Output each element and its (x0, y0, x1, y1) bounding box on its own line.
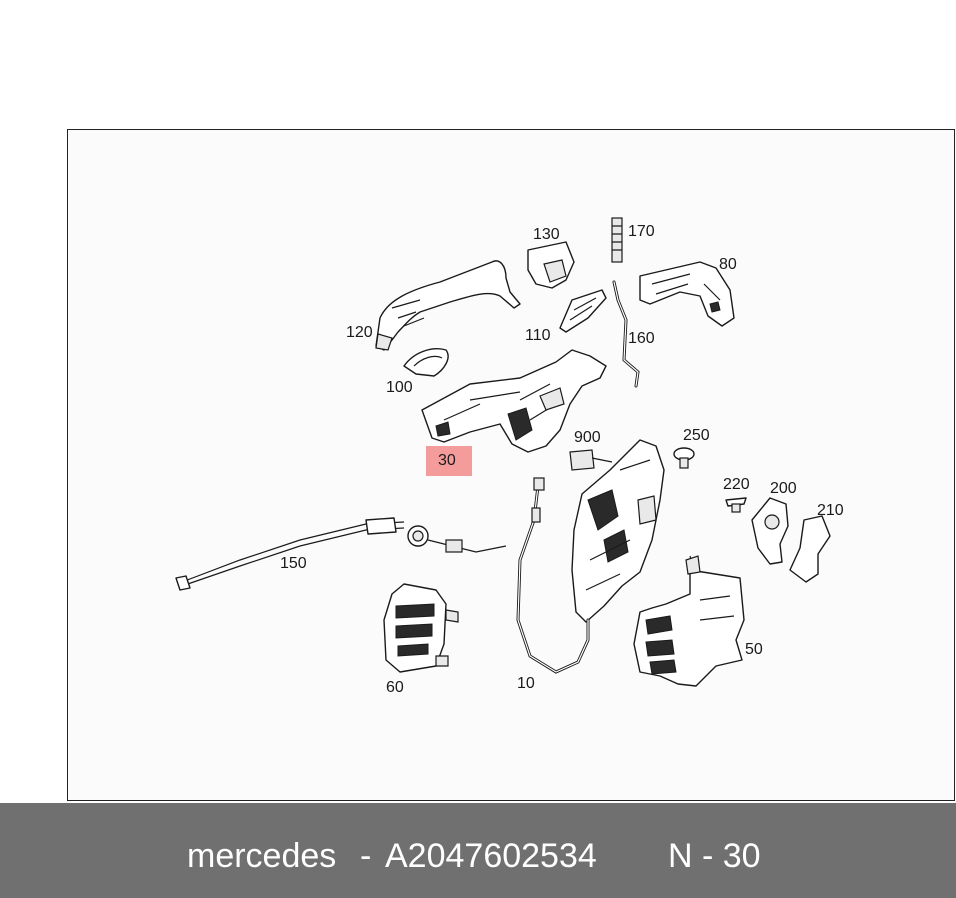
exploded-parts-diagram (175, 217, 831, 687)
part-170-bolt (611, 217, 623, 263)
callout-130: 130 (533, 226, 560, 243)
callout-100: 100 (386, 379, 413, 396)
callout-150: 150 (280, 555, 307, 572)
part-50-lock-module (633, 555, 745, 687)
callout-120: 120 (346, 324, 373, 341)
callout-80: 80 (719, 256, 737, 273)
position-label: N - 30 (668, 837, 761, 875)
part-150-release-cable (175, 517, 507, 591)
part-900-clip (569, 449, 613, 471)
callout-170: 170 (628, 223, 655, 240)
highlight-marker-part (426, 446, 472, 476)
part-210-plate (789, 515, 831, 583)
part-130-end-cap (527, 241, 575, 289)
callout-50: 50 (745, 641, 763, 658)
part-10-bowden-cable (516, 477, 590, 674)
callout-60: 60 (386, 679, 404, 696)
callout-200: 200 (770, 480, 797, 497)
diagram-frame (67, 129, 955, 801)
part-120-outer-handle (375, 260, 521, 351)
part-160-rod (612, 280, 640, 388)
callout-110: 110 (525, 327, 551, 344)
part-110-seal (559, 289, 607, 333)
callout-900: 900 (574, 429, 601, 446)
callout-250: 250 (683, 427, 710, 444)
callout-220: 220 (723, 476, 750, 493)
callout-160: 160 (628, 330, 655, 347)
part-100-handle-gasket (403, 348, 449, 377)
callout-210: 210 (817, 502, 844, 519)
part-number: A2047602534 (385, 837, 597, 875)
part-80-cover (639, 261, 735, 327)
part-200-striker (751, 497, 789, 565)
part-220-screw (725, 497, 747, 513)
part-60-control-unit (383, 583, 459, 673)
caption-separator: - (360, 837, 372, 875)
door-lock-assembly (571, 439, 665, 623)
part-30-handle-carrier (421, 349, 607, 453)
part-250-screw (673, 447, 695, 469)
callout-30: 30 (438, 452, 456, 469)
caption-bar: mercedes - A2047602534 N - 30 (0, 803, 956, 898)
brand-name: mercedes (187, 837, 337, 875)
callout-10: 10 (517, 675, 535, 692)
